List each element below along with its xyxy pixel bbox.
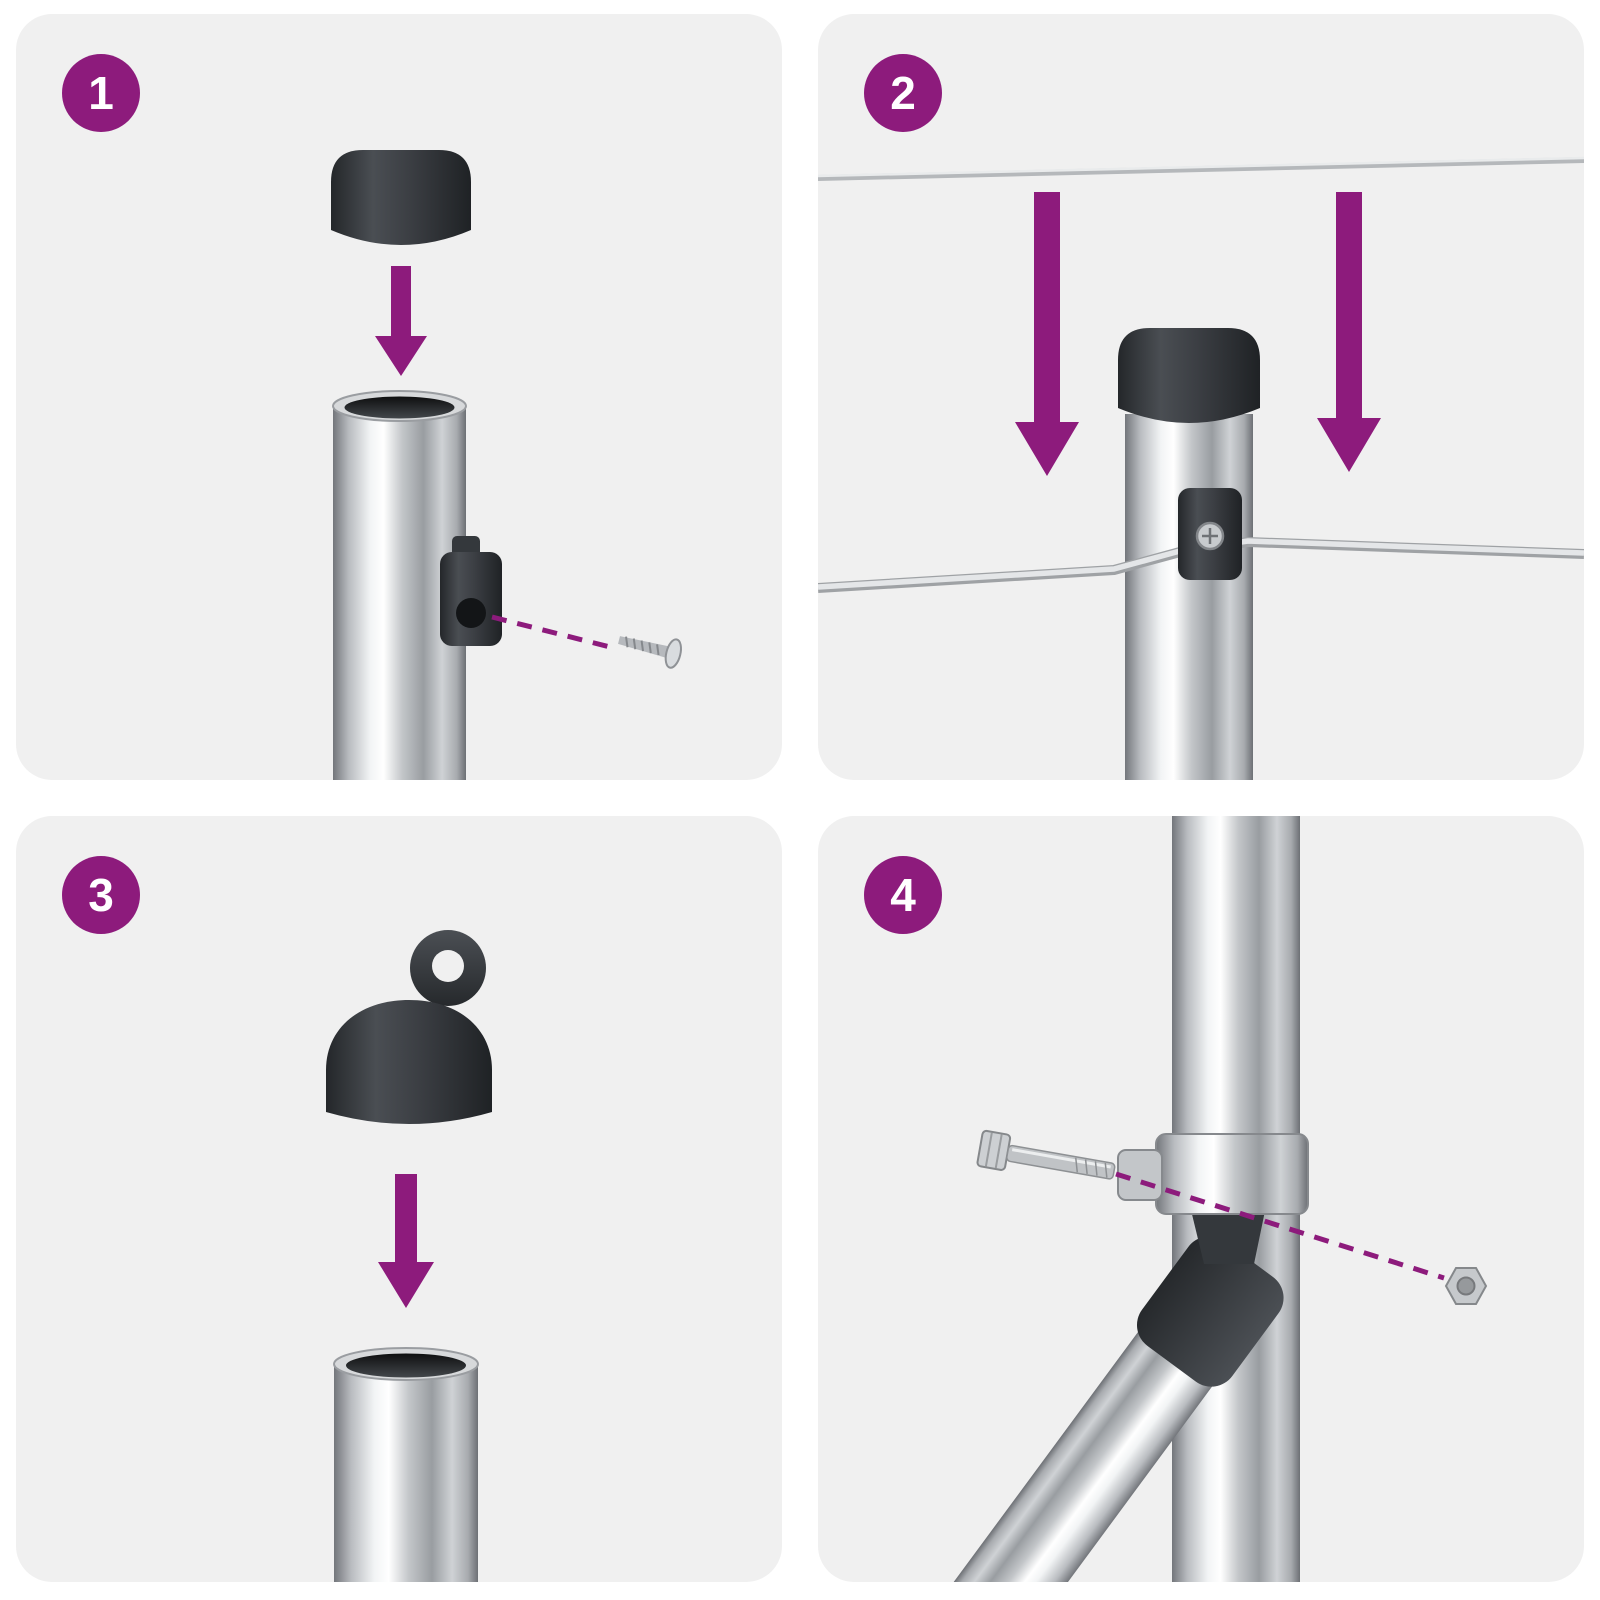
step-number: 2 (890, 67, 916, 119)
metal-post (333, 1347, 479, 1582)
clamp-band (1117, 1133, 1309, 1215)
wire-clamp (1178, 488, 1242, 580)
post-cap (331, 150, 471, 245)
step-number: 4 (890, 869, 916, 921)
down-arrow-left-icon (1015, 192, 1079, 476)
brace-pole (881, 1260, 1265, 1582)
top-wire (818, 156, 1584, 181)
step2-illustration (818, 156, 1584, 780)
hex-nut (1444, 1267, 1488, 1305)
dashed-guide-line (491, 614, 615, 651)
step-badge-4: 4 (864, 856, 942, 934)
dashed-guide-line (1115, 1171, 1445, 1281)
step-number: 3 (88, 869, 114, 921)
eyelet-cap (326, 930, 492, 1124)
down-arrow-right-icon (1317, 192, 1381, 472)
brace-lug (1190, 1206, 1266, 1264)
step-badge-1: 1 (62, 54, 140, 132)
eyelet-hole (432, 950, 464, 982)
step-panel-3: 3 (16, 816, 782, 1582)
down-arrow-icon (378, 1174, 434, 1308)
metal-post (1125, 414, 1253, 780)
brace-cap (1136, 1236, 1284, 1387)
step-panel-2: 2 (818, 14, 1584, 780)
step-panel-4: 4 (818, 816, 1584, 1582)
bolt (976, 1129, 1116, 1180)
down-arrow-icon (375, 266, 427, 376)
step4-illustration (881, 816, 1488, 1582)
post-cap (1118, 328, 1260, 423)
wire-clamp (440, 536, 502, 646)
step-badge-2: 2 (864, 54, 942, 132)
screw (618, 636, 682, 669)
step-panel-1: 1 (16, 14, 782, 780)
step3-illustration (326, 930, 492, 1582)
step1-illustration (331, 150, 682, 780)
step-badge-3: 3 (62, 856, 140, 934)
step-number: 1 (88, 67, 114, 119)
